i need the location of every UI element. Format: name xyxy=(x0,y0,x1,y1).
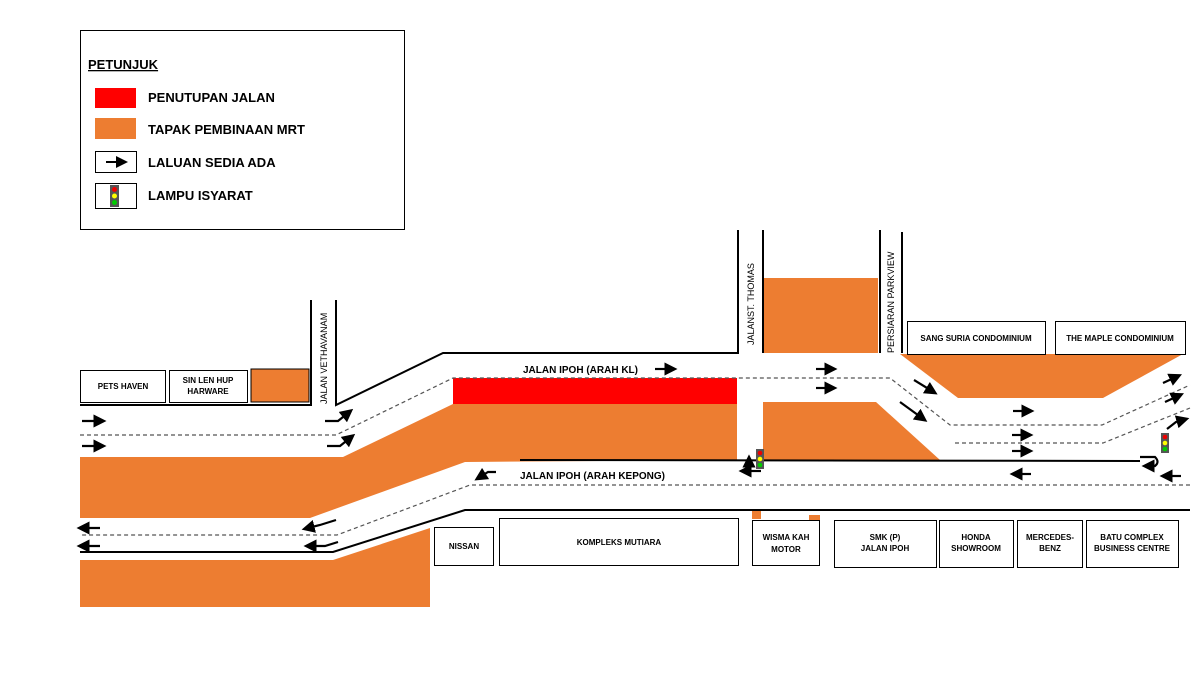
building-mercedes: MERCEDES- xyxy=(1026,533,1074,542)
road-label-parkview: PERSIARAN PARKVIEW xyxy=(886,251,896,353)
construction-marker xyxy=(752,511,761,519)
red-swatch-icon xyxy=(95,88,136,108)
road-edges xyxy=(80,230,1190,553)
construction-zone-main xyxy=(80,404,737,518)
building-honda: HONDA xyxy=(961,533,991,542)
road-label-ipoh-kepong: JALAN IPOH (ARAH KEPONG) xyxy=(520,471,665,482)
building-mercedes: BENZ xyxy=(1039,544,1061,553)
buildings xyxy=(80,321,1186,568)
road-label-ipoh-kl: JALAN IPOH (ARAH KL) xyxy=(523,365,638,376)
mrt-construction-zones xyxy=(80,278,1183,607)
road-closure xyxy=(453,378,737,404)
building-mutiara: KOMPLEKS MUTIARA xyxy=(577,538,662,547)
legend-label: LAMPU ISYARAT xyxy=(148,188,253,203)
building-pets-haven: PETS HAVEN xyxy=(98,382,149,391)
building-smk: JALAN IPOH xyxy=(861,544,910,553)
building-batu: BUSINESS CENTRE xyxy=(1094,544,1171,553)
legend-title: PETUNJUK xyxy=(88,57,159,72)
building-sin-len-hup: HARWARE xyxy=(187,387,229,396)
traffic-flow-arrows xyxy=(76,362,1190,553)
construction-lot xyxy=(250,368,310,403)
u-turn-arrow-icon xyxy=(1140,455,1159,473)
construction-marker xyxy=(809,515,820,523)
building-smk: SMK (P) xyxy=(870,533,901,542)
construction-zone-st-thomas xyxy=(763,278,878,353)
traffic-light-icon xyxy=(95,183,137,209)
lane-dividers xyxy=(80,377,1191,536)
building-nissan: NISSAN xyxy=(449,542,479,551)
legend-label: PENUTUPAN JALAN xyxy=(148,90,275,105)
building-wisma: MOTOR xyxy=(771,545,801,554)
building-sang-suria: SANG SURIA CONDOMINIUM xyxy=(920,334,1032,343)
legend-label: LALUAN SEDIA ADA xyxy=(148,155,276,170)
road-label-vethavanam: JALAN VETHAVANAM xyxy=(319,313,329,404)
building-honda: SHOWROOM xyxy=(951,544,1001,553)
road-label-st-thomas: JALANST. THOMAS xyxy=(746,263,756,345)
orange-swatch-icon xyxy=(95,118,136,139)
building-sin-len-hup: SIN LEN HUP xyxy=(183,376,234,385)
construction-zone-lower xyxy=(80,528,430,607)
traffic-light-icon xyxy=(1161,433,1169,453)
building-maple: THE MAPLE CONDOMINIUM xyxy=(1066,334,1174,343)
building-batu: BATU COMPLEX xyxy=(1100,533,1164,542)
legend-label: TAPAK PEMBINAAN MRT xyxy=(148,122,305,137)
arrow-right-icon xyxy=(95,151,137,173)
building-wisma: WISMA KAH xyxy=(763,533,810,542)
traffic-light-icon xyxy=(756,449,764,469)
construction-zone-condo xyxy=(900,354,1183,398)
construction-zone-middle xyxy=(763,402,940,460)
legend: PETUNJUK PENUTUPAN JALAN TAPAK PEMBINAAN… xyxy=(80,30,405,230)
